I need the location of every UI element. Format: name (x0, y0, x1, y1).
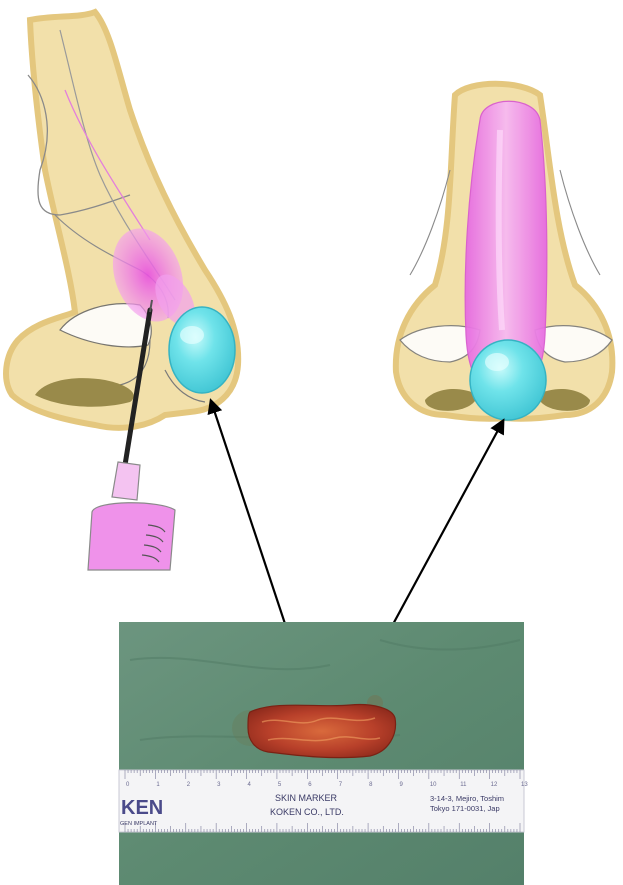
ruler-brand: KEN (121, 797, 163, 819)
frontal-graft-highlight (485, 353, 509, 371)
syringe-barrel (88, 503, 175, 570)
syringe-hub (112, 462, 140, 500)
lateral-graft-highlight (180, 326, 204, 344)
frontal-filler-highlight (499, 130, 502, 330)
ruler-product: SKIN MARKER (275, 793, 338, 803)
frontal-nose-view (396, 84, 613, 420)
ruler-scale-label: 11 (460, 782, 467, 788)
ruler-brand-sub: GEN IMPLANT (120, 821, 158, 827)
ruler-address-1: 3-14-3, Mejiro, Toshim (430, 794, 504, 803)
ruler-scale-label: 13 (521, 782, 528, 788)
lateral-graft-ball (169, 307, 235, 393)
ruler-scale-label: 12 (491, 782, 498, 788)
lateral-nose-view (6, 12, 238, 570)
ruler-scale-label: 10 (430, 782, 437, 788)
frontal-graft-ball (470, 340, 546, 420)
ruler-company: KOKEN CO., LTD. (270, 807, 344, 817)
ruler-address-2: Tokyo 171-0031, Jap (430, 804, 500, 813)
tissue-graft (248, 705, 396, 758)
